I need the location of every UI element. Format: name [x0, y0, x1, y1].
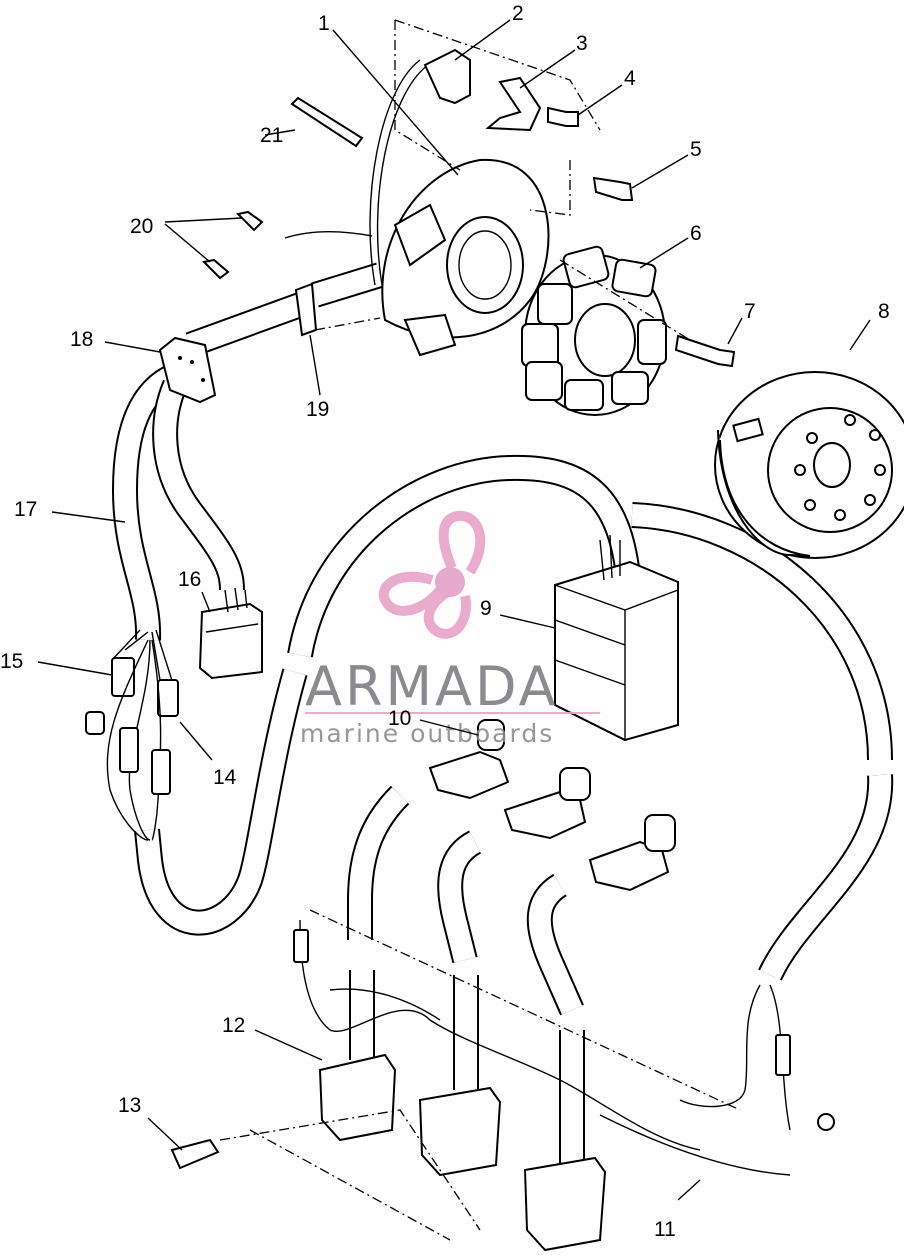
brand-tagline: marine outboards [300, 719, 554, 748]
callout-16: 16 [178, 568, 201, 591]
leader-lines [37, 19, 871, 1201]
stator-plate-1 [369, 59, 550, 357]
callout-14: 14 [213, 766, 237, 789]
bolt-5 [592, 176, 634, 201]
callout-20: 20 [130, 215, 153, 238]
flywheel-8 [714, 371, 904, 559]
callout-18: 18 [70, 328, 93, 351]
assembly-guide-lines [219, 19, 741, 1241]
callout-5: 5 [690, 138, 702, 161]
callout-12: 12 [222, 1014, 245, 1037]
callout-11: 11 [654, 1218, 676, 1241]
callout-6: 6 [690, 222, 702, 245]
callouts: 1 2 3 4 5 6 7 8 9 10 11 12 13 14 15 16 1… [0, 2, 890, 1241]
bolt-4 [547, 106, 579, 127]
stator-6 [521, 245, 667, 416]
wiring-harness-loop [134, 454, 894, 981]
callout-7: 7 [744, 300, 756, 323]
connector-16 [198, 587, 263, 680]
callout-2: 2 [512, 2, 524, 25]
grommet-18 [158, 336, 217, 404]
bracket-3 [485, 76, 542, 132]
ignition-coils-12 [318, 1053, 607, 1252]
callout-19: 19 [306, 398, 329, 421]
brand-name: ARMADA [305, 655, 559, 718]
cdi-module-9 [554, 534, 679, 742]
cable-tie-21 [290, 96, 364, 148]
callout-15: 15 [0, 650, 23, 673]
callout-8: 8 [878, 300, 890, 323]
callout-3: 3 [576, 32, 588, 55]
main-harness-17 [111, 262, 384, 641]
screws-20 [201, 210, 373, 280]
bolt-13 [170, 1138, 220, 1170]
spark-plug-caps-10 [428, 719, 676, 892]
ignition-leads [347, 785, 585, 1170]
armada-watermark: ARMADA marine outboards [300, 510, 600, 748]
wire-set-11 [293, 919, 835, 1176]
callout-1: 1 [318, 12, 330, 35]
bracket-2 [423, 48, 471, 105]
connectors-14-15 [85, 629, 179, 841]
callout-13: 13 [118, 1094, 141, 1117]
bolt-7 [674, 334, 736, 368]
callout-9: 9 [480, 597, 492, 620]
clamp-19 [294, 282, 318, 337]
callout-21: 21 [260, 124, 283, 147]
propeller-logo-icon [378, 510, 486, 639]
callout-17: 17 [14, 498, 37, 521]
callout-4: 4 [624, 67, 636, 90]
callout-10: 10 [388, 707, 411, 730]
